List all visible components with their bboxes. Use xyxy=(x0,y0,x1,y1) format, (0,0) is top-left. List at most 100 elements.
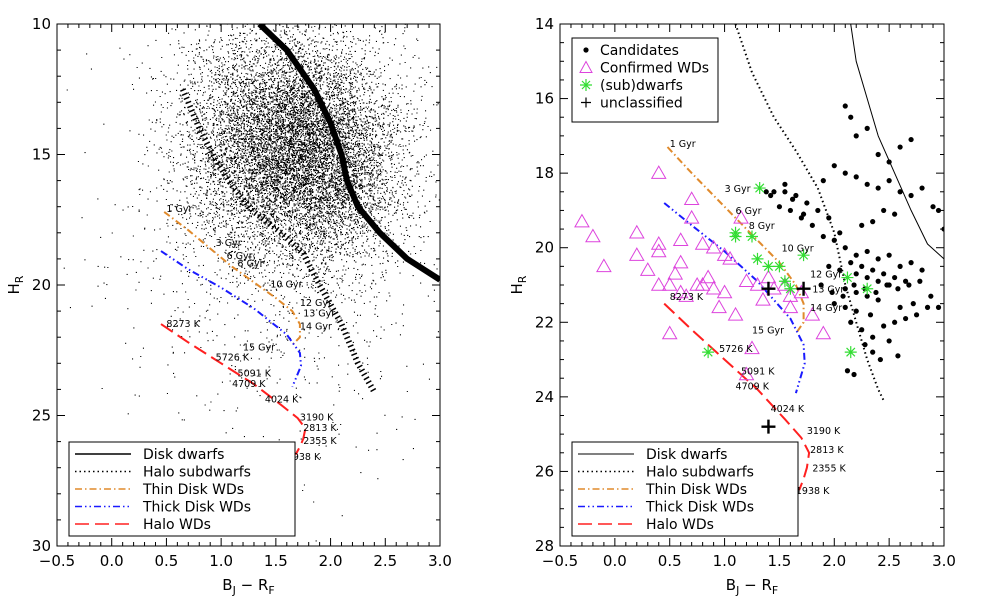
candidate-point xyxy=(908,260,914,266)
y-tick-label: 14 xyxy=(535,15,554,33)
annotation-label: 4024 K xyxy=(771,404,805,415)
candidate-point xyxy=(935,304,942,310)
x-tick-label: 1.0 xyxy=(713,552,737,570)
candidate-point xyxy=(831,163,837,169)
series-line-thin-disk-wds xyxy=(666,146,805,335)
candidate-point xyxy=(870,219,876,225)
candidate-point xyxy=(908,192,914,199)
candidate-point xyxy=(853,174,859,180)
candidate-point xyxy=(919,267,925,273)
candidate-point xyxy=(800,211,807,217)
annotation-label: 10 Gyr xyxy=(782,243,814,254)
candidate-point xyxy=(910,301,916,307)
annotation-label: 3 Gyr xyxy=(725,184,751,195)
annotation-label: 13 Gyr xyxy=(303,308,335,319)
annotation-label: 8273 K xyxy=(166,319,200,330)
candidate-point xyxy=(793,192,799,199)
confirmed-wd-point xyxy=(661,325,678,340)
confirmed-wd-point xyxy=(683,191,700,205)
series-line-halo-wds xyxy=(663,302,811,491)
legend-box xyxy=(571,441,799,537)
confirmed-wd-point xyxy=(667,265,684,280)
candidate-point xyxy=(908,136,914,143)
candidate-point xyxy=(919,185,925,191)
candidate-point xyxy=(913,312,920,318)
annotation-label: 15 Gyr xyxy=(243,342,275,353)
candidate-point xyxy=(930,204,936,210)
candidate-point xyxy=(886,252,892,258)
confirmed-wd-point xyxy=(749,276,766,291)
legend-label: Thick Disk WDs xyxy=(142,500,251,516)
annotation-label: 3 Gyr xyxy=(216,238,242,249)
series-line-thick-disk-wds xyxy=(160,250,302,388)
y-axis-title: HR xyxy=(5,275,26,294)
y-tick-label: 30 xyxy=(32,537,51,555)
candidate-point xyxy=(851,371,857,378)
candidate-point xyxy=(892,319,898,325)
y-axis-title: HR xyxy=(508,275,529,294)
annotation-label: 13 Gyr xyxy=(812,284,844,295)
series-line-thin-disk-wds xyxy=(163,211,301,346)
candidate-point xyxy=(862,342,868,348)
x-tick-label: 3.0 xyxy=(932,552,956,570)
legend-top-box xyxy=(571,37,719,123)
candidate-point xyxy=(789,196,796,202)
series-line-disk-dwarfs xyxy=(257,24,440,283)
x-tick-label: 2.0 xyxy=(319,552,343,570)
series-line-halo-wds xyxy=(160,323,307,456)
legend-top-label: (sub)dwarfs xyxy=(600,78,683,94)
candidate-point xyxy=(782,181,788,187)
x-axis-title: BJ − RF xyxy=(726,576,778,597)
y-tick-label: 20 xyxy=(535,239,554,257)
annotation-label: 5091 K xyxy=(741,366,775,377)
candidate-point xyxy=(924,304,931,310)
confirmed-wd-point xyxy=(815,325,832,340)
confirmed-wd-point xyxy=(650,276,667,291)
confirmed-wd-point xyxy=(705,280,722,295)
candidate-point xyxy=(928,293,934,299)
annotation-label: 12 Gyr xyxy=(810,270,842,281)
candidate-point xyxy=(851,282,857,288)
candidate-point xyxy=(886,159,892,165)
legend-marker-dot xyxy=(583,47,589,53)
annotation-label: 6 Gyr xyxy=(227,251,253,262)
candidate-point xyxy=(892,211,898,217)
subdwarf-point xyxy=(729,230,742,243)
candidate-point xyxy=(864,248,870,255)
candidate-point xyxy=(875,256,881,262)
candidate-point xyxy=(815,207,821,214)
confirmed-wd-point xyxy=(744,340,760,355)
legend-label: Disk dwarfs xyxy=(646,447,727,463)
x-tick-label: 0.5 xyxy=(154,552,178,570)
annotation-label: 12 Gyr xyxy=(300,298,332,309)
subdwarf-point xyxy=(702,346,715,359)
candidate-point xyxy=(848,260,854,266)
annotation-label: 4709 K xyxy=(736,381,770,392)
confirmed-wd-point xyxy=(585,228,601,243)
candidate-point xyxy=(897,144,903,150)
candidate-point xyxy=(837,230,843,236)
x-tick-label: 2.5 xyxy=(877,552,901,570)
y-tick-label: 20 xyxy=(32,276,51,294)
candidate-point xyxy=(782,189,788,195)
series-line-disk-dwarfs xyxy=(850,24,944,260)
candidate-point xyxy=(853,308,859,314)
subdwarf-point xyxy=(753,182,766,195)
y-tick-label: 16 xyxy=(535,90,554,108)
annotation-label: 4024 K xyxy=(265,394,299,405)
subdwarf-point xyxy=(861,282,874,295)
confirmed-wd-point xyxy=(722,250,738,265)
annotation-label: 5726 K xyxy=(719,344,753,355)
candidate-point xyxy=(853,289,859,296)
candidate-point xyxy=(853,133,859,139)
candidate-point xyxy=(873,289,879,296)
legend-label: Halo WDs xyxy=(646,517,714,533)
confirmed-wd-point xyxy=(672,254,689,269)
x-tick-label: −0.5 xyxy=(39,552,75,570)
x-tick-label: 1.5 xyxy=(264,552,288,570)
confirmed-wd-point xyxy=(574,213,590,228)
confirmed-wd-point xyxy=(782,299,799,314)
unclassified-point xyxy=(761,281,776,296)
